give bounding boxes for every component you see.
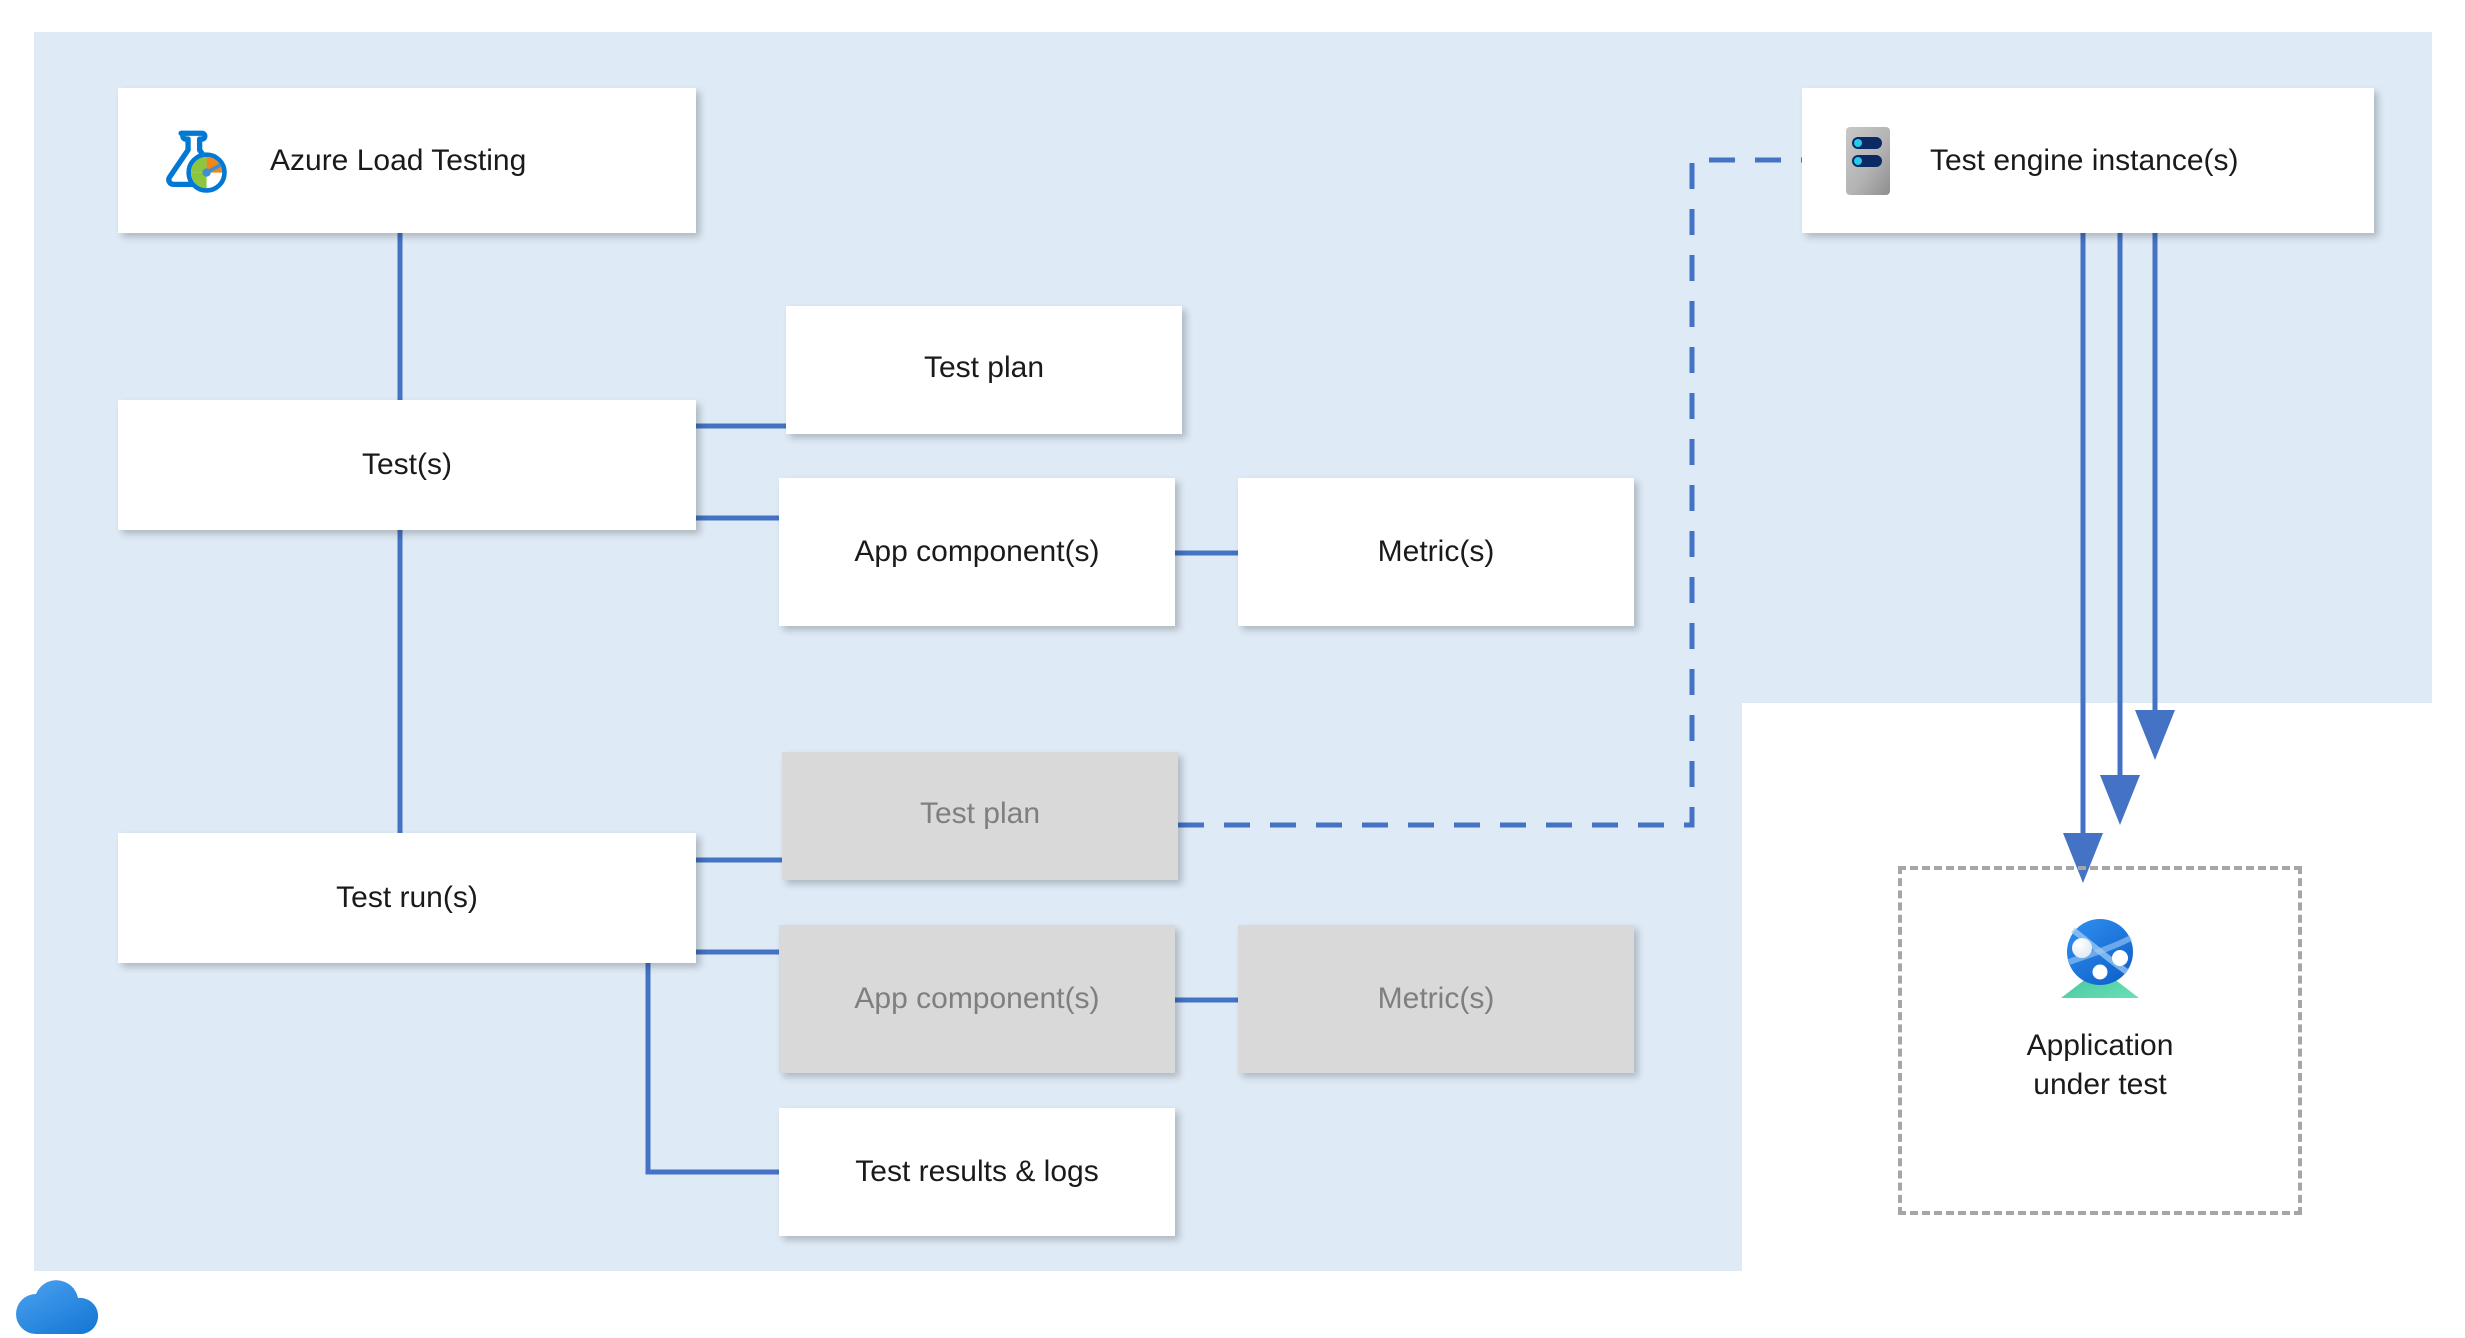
node-test-runs[interactable]: Test run(s)	[118, 833, 696, 963]
node-test-engine-label: Test engine instance(s)	[1930, 143, 2239, 177]
node-tests[interactable]: Test(s)	[118, 400, 696, 530]
node-app-components-label: App component(s)	[854, 535, 1100, 569]
application-under-test-boundary[interactable]: Application under test	[1898, 866, 2302, 1215]
node-test-engine[interactable]: Test engine instance(s)	[1802, 88, 2374, 233]
node-metrics[interactable]: Metric(s)	[1238, 478, 1634, 626]
node-test-plan-label: Test plan	[923, 351, 1045, 385]
node-app-components-run-label: App component(s)	[854, 982, 1100, 1016]
node-tests-label: Test(s)	[362, 448, 452, 482]
node-app-components-run[interactable]: App component(s)	[779, 925, 1175, 1073]
application-under-test-label: Application under test	[2026, 1029, 2174, 1101]
node-app-components[interactable]: App component(s)	[779, 478, 1175, 626]
node-test-results-label: Test results & logs	[855, 1155, 1099, 1189]
node-metrics-run-label: Metric(s)	[1377, 982, 1495, 1016]
node-test-plan-run[interactable]: Test plan	[782, 752, 1178, 880]
node-azure-load-testing-label: Azure Load Testing	[270, 143, 527, 177]
node-azure-load-testing[interactable]: Azure Load Testing	[118, 88, 696, 233]
application-globe-icon	[2051, 914, 2149, 1002]
node-metrics-label: Metric(s)	[1377, 535, 1495, 569]
node-test-results[interactable]: Test results & logs	[779, 1108, 1175, 1236]
node-test-runs-label: Test run(s)	[336, 881, 478, 915]
node-metrics-run[interactable]: Metric(s)	[1238, 925, 1634, 1073]
azure-load-testing-icon	[158, 124, 232, 198]
test-engine-server-icon	[1844, 125, 1892, 197]
azure-cloud-icon	[16, 1272, 104, 1338]
node-test-plan[interactable]: Test plan	[786, 306, 1182, 434]
node-test-plan-run-label: Test plan	[919, 797, 1041, 831]
